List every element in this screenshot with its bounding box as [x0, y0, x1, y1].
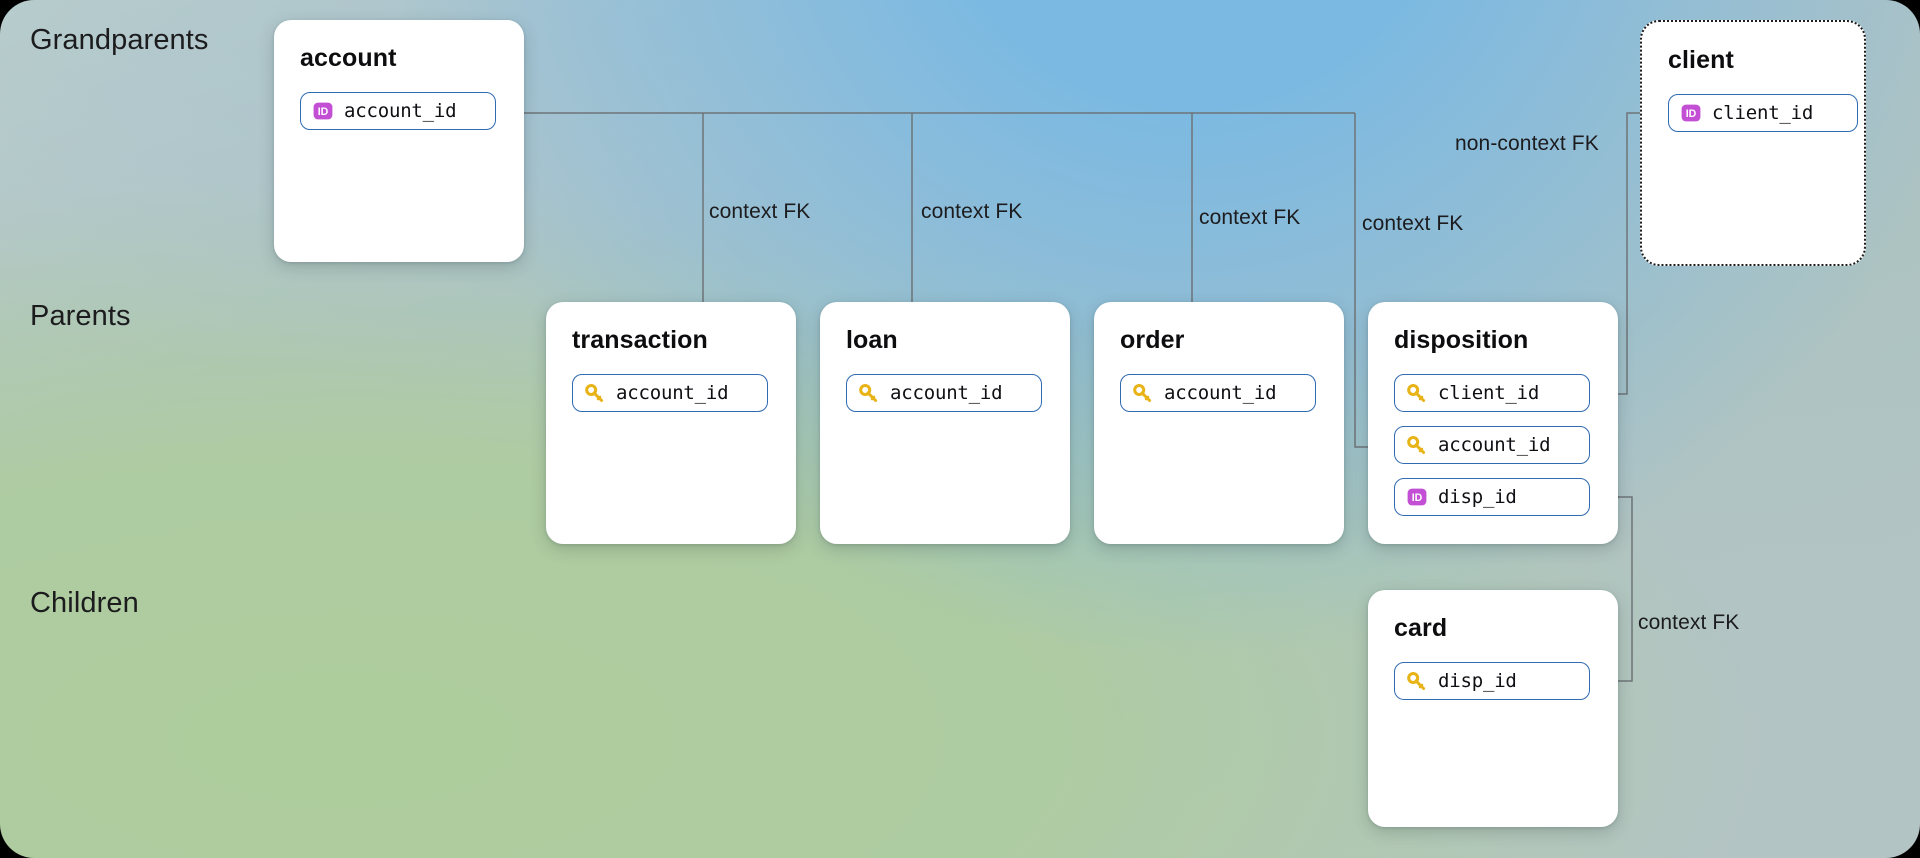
- field-transaction-account_id[interactable]: account_id: [572, 374, 768, 412]
- table-title-order: order: [1120, 326, 1185, 354]
- context-fk-card-label: context FK: [1638, 611, 1740, 634]
- field-label: account_id: [890, 382, 1003, 404]
- context-fk-loan-label: context FK: [921, 200, 1023, 223]
- field-card-disp_id[interactable]: disp_id: [1394, 662, 1590, 700]
- field-order-account_id[interactable]: account_id: [1120, 374, 1316, 412]
- field-label: account_id: [1164, 382, 1277, 404]
- table-node-loan[interactable]: loan account_id: [820, 302, 1070, 544]
- field-label: account_id: [1438, 434, 1551, 456]
- table-node-transaction[interactable]: transaction account_id: [546, 302, 796, 544]
- field-account-account_id[interactable]: ID account_id: [300, 92, 496, 130]
- field-label: account_id: [344, 100, 457, 122]
- key-icon: [859, 384, 878, 402]
- svg-text:ID: ID: [1412, 492, 1423, 504]
- key-icon: [1407, 384, 1426, 402]
- key-icon: [1133, 384, 1152, 402]
- context-fk-order-label: context FK: [1199, 206, 1301, 229]
- id-icon: ID: [313, 102, 333, 120]
- field-loan-account_id[interactable]: account_id: [846, 374, 1042, 412]
- table-node-card[interactable]: card disp_id: [1368, 590, 1618, 827]
- table-title-client: client: [1668, 46, 1734, 74]
- field-client-client_id[interactable]: ID client_id: [1668, 94, 1858, 132]
- table-title-account: account: [300, 44, 397, 72]
- non-context-fk-client-label: non-context FK: [1455, 132, 1599, 155]
- id-icon: ID: [1407, 488, 1427, 506]
- table-title-disposition: disposition: [1394, 326, 1529, 354]
- table-title-transaction: transaction: [572, 326, 708, 354]
- context-fk-disposition-label: context FK: [1362, 212, 1464, 235]
- context-fk-transaction-label: context FK: [709, 200, 811, 223]
- field-disposition-disp_id[interactable]: ID disp_id: [1394, 478, 1590, 516]
- svg-text:ID: ID: [1686, 108, 1697, 120]
- key-icon: [1407, 436, 1426, 454]
- field-label: client_id: [1438, 382, 1540, 404]
- field-disposition-account_id[interactable]: account_id: [1394, 426, 1590, 464]
- field-label: account_id: [616, 382, 729, 404]
- field-disposition-client_id[interactable]: client_id: [1394, 374, 1590, 412]
- table-title-loan: loan: [846, 326, 898, 354]
- field-label: disp_id: [1438, 486, 1517, 508]
- key-icon: [1407, 672, 1426, 690]
- id-icon: ID: [1681, 104, 1701, 122]
- svg-text:ID: ID: [318, 106, 329, 118]
- table-title-card: card: [1394, 614, 1448, 642]
- field-label: client_id: [1712, 102, 1814, 124]
- layer-label-parents: Parents: [30, 300, 131, 332]
- layer-label-children: Children: [30, 587, 139, 619]
- table-node-order[interactable]: order account_id: [1094, 302, 1344, 544]
- layer-label-grandparents: Grandparents: [30, 24, 209, 56]
- key-icon: [585, 384, 604, 402]
- field-label: disp_id: [1438, 670, 1517, 692]
